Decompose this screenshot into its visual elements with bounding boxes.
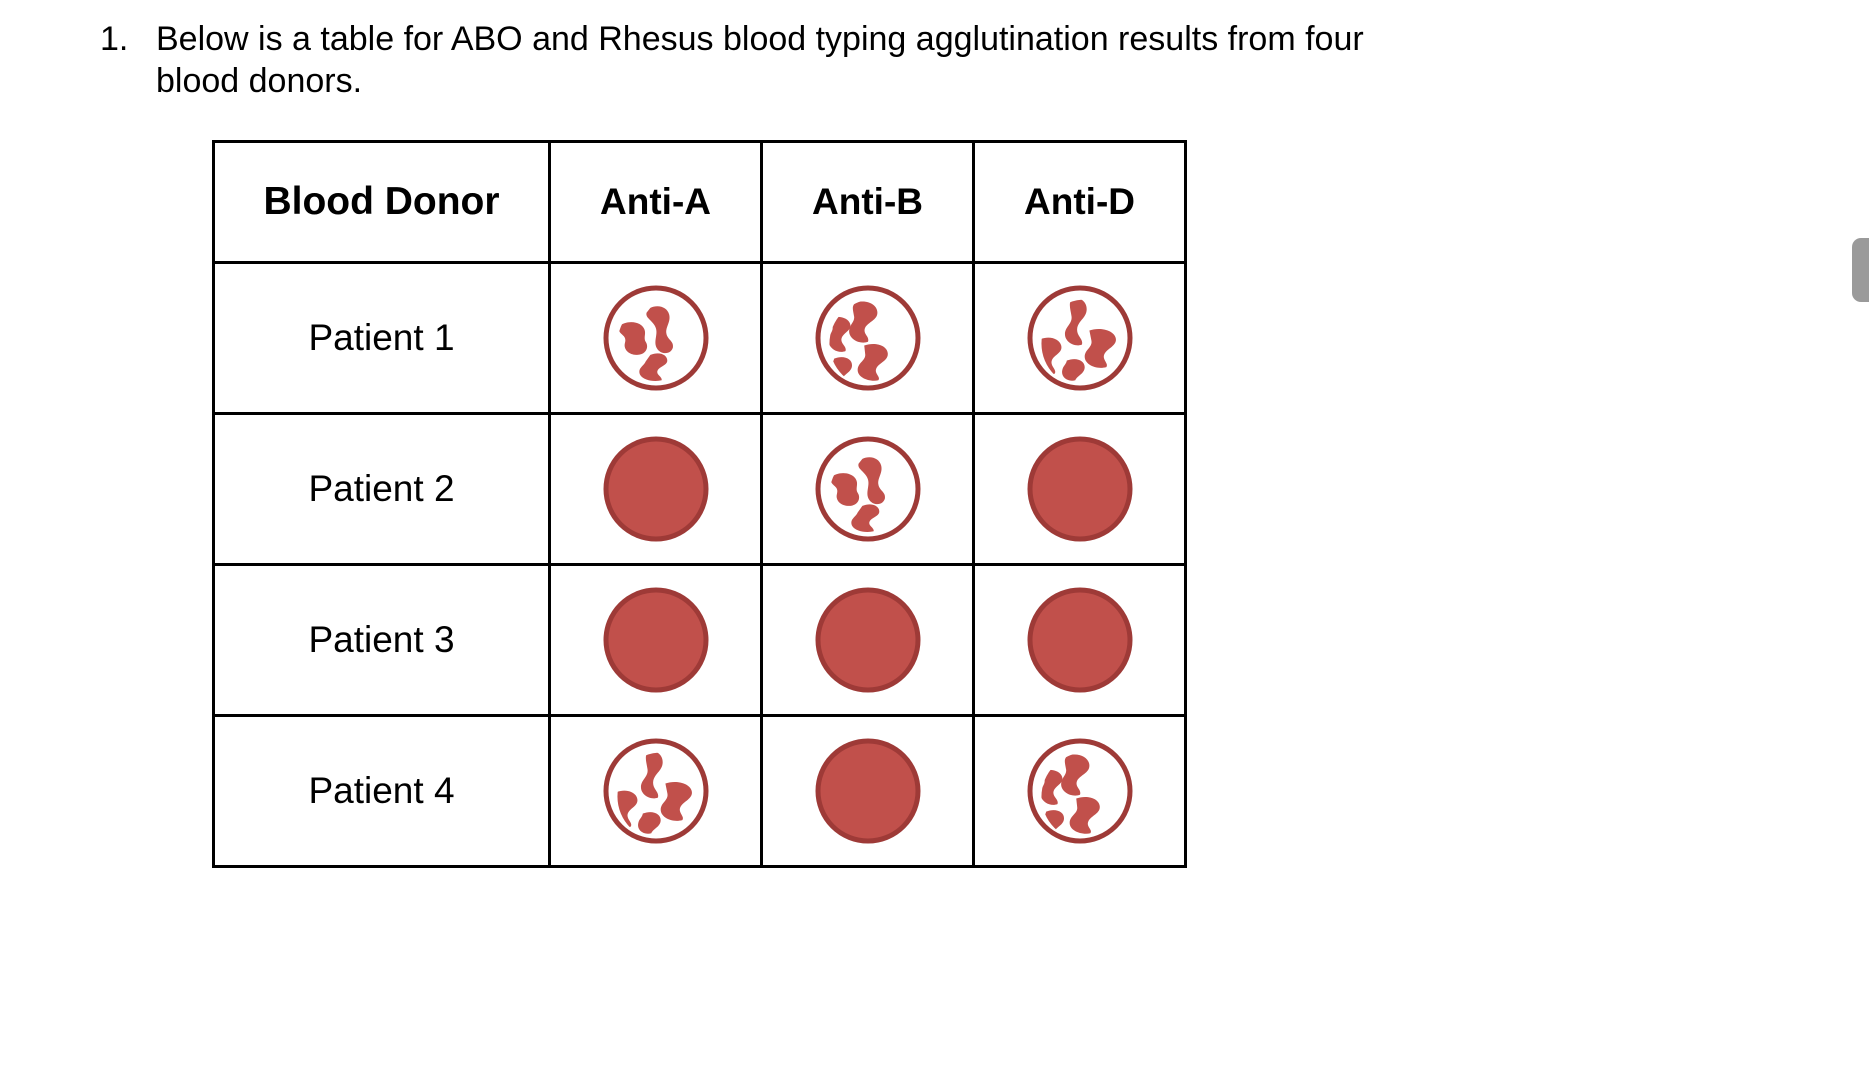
- column-header-anti-b: Anti-B: [760, 140, 975, 264]
- donor-name-label: Patient 1: [308, 317, 455, 358]
- result-cell-anti-b: [760, 714, 975, 868]
- table-row: Patient 1: [212, 261, 1187, 415]
- result-cell-anti-a: [548, 261, 763, 415]
- table-row: Patient 2: [212, 412, 1187, 566]
- column-header-label: Anti-A: [600, 181, 711, 222]
- donor-name-cell: Patient 2: [212, 412, 551, 566]
- vertical-scrollbar-thumb[interactable]: [1852, 238, 1869, 302]
- result-cell-anti-b: [760, 261, 975, 415]
- agglutination-results-table: Blood Donor Anti-A Anti-B Anti-D Patient…: [212, 140, 1187, 868]
- smooth-blood-spot-icon: [975, 566, 1184, 714]
- table-body: Patient 1 Patient 2 Patient 3 Patient 4: [212, 261, 1187, 868]
- donor-name-cell: Patient 4: [212, 714, 551, 868]
- result-cell-anti-a: [548, 412, 763, 566]
- result-cell-anti-d: [972, 412, 1187, 566]
- result-cell-anti-d: [972, 714, 1187, 868]
- result-cell-anti-b: [760, 412, 975, 566]
- question-text: Below is a table for ABO and Rhesus bloo…: [156, 20, 1364, 100]
- smooth-blood-spot-icon: [763, 717, 972, 865]
- donor-name-cell: Patient 3: [212, 563, 551, 717]
- agglutinated-blood-spot-icon: [975, 717, 1184, 865]
- smooth-blood-spot-icon: [763, 566, 972, 714]
- column-header-blood-donor: Blood Donor: [212, 140, 551, 264]
- column-header-anti-a: Anti-A: [548, 140, 763, 264]
- donor-name-cell: Patient 1: [212, 261, 551, 415]
- smooth-blood-spot-icon: [551, 566, 760, 714]
- agglutinated-blood-spot-icon: [551, 717, 760, 865]
- column-header-anti-d: Anti-D: [972, 140, 1187, 264]
- agglutinated-blood-spot-icon: [763, 264, 972, 412]
- result-cell-anti-a: [548, 563, 763, 717]
- column-header-label: Anti-D: [1024, 181, 1135, 222]
- question-number: 1.: [100, 20, 129, 58]
- result-cell-anti-a: [548, 714, 763, 868]
- table-row: Patient 3: [212, 563, 1187, 717]
- donor-name-label: Patient 4: [308, 770, 455, 811]
- agglutinated-blood-spot-icon: [551, 264, 760, 412]
- table-row: Patient 4: [212, 714, 1187, 868]
- smooth-blood-spot-icon: [551, 415, 760, 563]
- result-cell-anti-d: [972, 563, 1187, 717]
- result-cell-anti-b: [760, 563, 975, 717]
- result-cell-anti-d: [972, 261, 1187, 415]
- donor-name-label: Patient 2: [308, 468, 455, 509]
- donor-name-label: Patient 3: [308, 619, 455, 660]
- table-header-row: Blood Donor Anti-A Anti-B Anti-D: [212, 140, 1187, 264]
- question-block: 1. Below is a table for ABO and Rhesus b…: [100, 18, 1420, 102]
- smooth-blood-spot-icon: [975, 415, 1184, 563]
- agglutinated-blood-spot-icon: [975, 264, 1184, 412]
- agglutinated-blood-spot-icon: [763, 415, 972, 563]
- column-header-label: Blood Donor: [263, 180, 500, 223]
- column-header-label: Anti-B: [812, 181, 923, 222]
